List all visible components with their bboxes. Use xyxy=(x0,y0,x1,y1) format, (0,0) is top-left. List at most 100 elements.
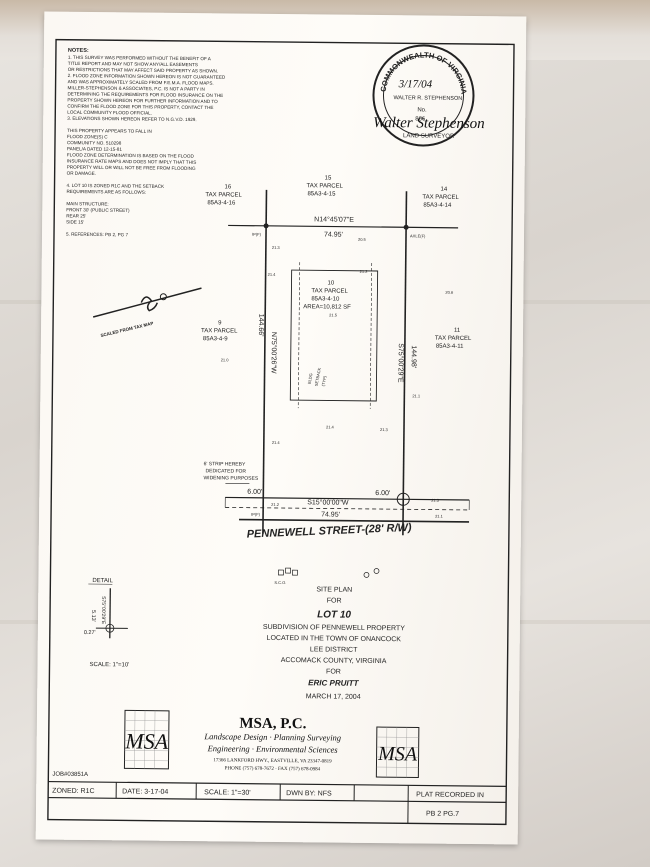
bldg-setback-note-3: (TYP) xyxy=(321,375,328,387)
company-block: MSA MSA MSA, P.C. Landscape Design · Pla… xyxy=(123,709,420,778)
elev-10: 21.4 xyxy=(326,424,335,429)
elev-14: 21.1 xyxy=(435,514,444,519)
plat-recorded-label: PLAT RECORDED IN xyxy=(416,791,484,799)
note-line: 2. FLOOD ZONE INFORMATION SHOWN HEREON I… xyxy=(68,73,226,80)
notes-lines: 1. THIS SURVEY WAS PERFORMED WITHOUT THE… xyxy=(66,55,226,238)
east-line-distance: 144.98' xyxy=(410,345,417,368)
elev-4: 21.2 xyxy=(360,269,369,274)
ipf-label-nw: IP(F) xyxy=(252,232,262,237)
title-site-plan: SITE PLAN xyxy=(316,586,352,593)
company-address: 17366 LANKFORD HWY., EASTVILLE, VA 23347… xyxy=(213,758,332,764)
plat-drawing: NOTES: 1. THIS SURVEY WAS PERFORMED WITH… xyxy=(47,38,515,826)
bearings-and-distances: N14°45'07"E 74.95' 144.66' N75°00'26"W S… xyxy=(247,215,417,518)
parcel-9-id: 85A3-4-9 xyxy=(203,336,228,342)
parcel-11-num: 11 xyxy=(454,328,461,334)
seal-date: 3/17/04 xyxy=(398,78,433,90)
note-line: PROPERTY SHOWN HEREON FOR FURTHER INFORM… xyxy=(67,97,218,104)
msa-logo-right: MSA xyxy=(375,726,420,778)
seal-bottom-text: LAND SURVEYOR xyxy=(403,133,455,140)
detail-scale: SCALE: 1"=10' xyxy=(89,662,129,668)
note-line: 4. LOT 10 IS ZONED R1C AND THE SETBACK xyxy=(67,183,166,189)
note-line: MILLER-STEPHENSON & ASSOCIATES, P.C. IS … xyxy=(68,85,205,91)
elev-7: 21.5 xyxy=(329,312,338,317)
title-location: LOCATED IN THE TOWN OF ONANCOCK xyxy=(267,635,402,643)
strip-dedication-note: 6' STRIP HEREBY DEDICATED FOR WIDENING P… xyxy=(203,461,258,482)
axle-label-ne: AXLE(F) xyxy=(410,233,426,238)
note-line: REQUIREMENTS ARE AS FOLLOWS: xyxy=(66,189,146,195)
west-line-bearing: N75°00'26"W xyxy=(270,332,278,374)
surveyor-seal: COMMONWEALTH OF VIRGINIA 3/17/04 WALTER … xyxy=(372,44,485,147)
parcel-16-num: 16 xyxy=(224,184,231,190)
note-line: FLOOD ZONE DETERMINATION IS BASED ON THE… xyxy=(67,152,195,158)
parcel-9-num: 9 xyxy=(218,320,222,326)
elev-1: 21.3 xyxy=(272,245,281,250)
note-line: SIDE 15' xyxy=(66,219,84,224)
parcel-15-num: 15 xyxy=(325,175,332,181)
detail-label: DETAIL xyxy=(92,578,113,584)
notes-title: NOTES: xyxy=(68,48,89,54)
sheet-border xyxy=(47,38,515,826)
strip-note-line-1: 6' STRIP HEREBY xyxy=(204,461,246,467)
south-line-distance: 74.95' xyxy=(321,511,340,518)
parcel-16-label: TAX PARCEL xyxy=(205,192,242,198)
parcel-16-id: 85A3-4-16 xyxy=(207,200,236,206)
bldg-setback-note: BLDG xyxy=(307,373,314,385)
north-line-distance: 74.95' xyxy=(324,231,343,238)
east-line-bearing: S75°00'29"E xyxy=(396,343,404,383)
note-line: OR RESTRICTIONS THAT MAY AFFECT SAID PRO… xyxy=(68,67,218,74)
note-line: TITLE REPORT AND MAY NOT SHOW ANY/ALL EA… xyxy=(68,61,198,67)
north-line-bearing: N14°45'07"E xyxy=(314,215,354,223)
drawn-by-field: DWN BY: NFS xyxy=(286,790,332,797)
parcel-15-id: 85A3-4-15 xyxy=(307,191,336,197)
lot-10-id: 85A3-4-10 xyxy=(311,296,340,302)
note-line: 5. REFERENCES: PB 2, PG 7 xyxy=(66,232,129,238)
note-line: 3. ELEVATIONS SHOWN HEREON REFER TO N.G.… xyxy=(67,116,196,122)
elev-13: 21.3 xyxy=(431,498,440,503)
lot-10-label: 10 TAX PARCEL 85A3-4-10 AREA=10,812 SF B… xyxy=(303,280,351,387)
note-line: 1. THIS SURVEY WAS PERFORMED WITHOUT THE… xyxy=(68,55,212,62)
parcel-11-label: TAX PARCEL xyxy=(435,336,472,342)
lot-10-label-text: TAX PARCEL xyxy=(311,288,348,294)
note-line: INSURANCE RATE MAPS AND DOES NOT IMPLY T… xyxy=(67,158,197,164)
strip-note-line-2: DEDICATED FOR xyxy=(206,468,247,474)
zoned-field: ZONED: R1C xyxy=(52,788,94,795)
bldg-setback-note-2: SETBACK xyxy=(314,367,322,387)
note-line: PROPERTY WILL OR WILL NOT BE FREE FROM F… xyxy=(67,165,196,171)
company-services-1: Landscape Design · Planning Surveying xyxy=(203,731,341,742)
parcel-15-label: TAX PARCEL xyxy=(307,183,344,189)
survey-plat-sheet: NOTES: 1. THIS SURVEY WAS PERFORMED WITH… xyxy=(35,11,527,845)
parcel-14-id: 85A3-4-14 xyxy=(423,202,452,208)
note-line: THIS PROPERTY APPEARS TO FALL IN xyxy=(67,128,152,134)
elevation-spots: 21.3 20.5 21.4 21.2 20.6 21.0 21.5 21.1 … xyxy=(221,232,454,519)
south-line-bearing: S15°00'00"W xyxy=(307,498,349,506)
title-lot: LOT 10 xyxy=(317,609,351,620)
lot-boundaries xyxy=(224,189,470,536)
note-line: CONFIRM THE FLOOD ZONE FOR THIS PROPERTY… xyxy=(67,104,213,111)
seal-no-label: No. xyxy=(417,107,427,113)
title-for-2: FOR xyxy=(326,668,341,675)
elev-2: 20.5 xyxy=(358,237,367,242)
logo-letters-left: MSA xyxy=(124,728,169,753)
parcel-11-id: 85A3-4-11 xyxy=(436,344,464,350)
ipf-label-sw: IP(F) xyxy=(251,512,261,517)
logo-letters-right: MSA xyxy=(377,743,418,765)
lot-10-area: AREA=10,812 SF xyxy=(303,304,351,311)
company-services-2: Engineering · Environmental Sciences xyxy=(207,743,339,754)
street-name: PENNEWELL STREET-(28' R/W) xyxy=(246,522,412,541)
elev-5: 20.6 xyxy=(445,290,454,295)
elev-6: 21.0 xyxy=(221,357,230,362)
west-line-distance: 144.66' xyxy=(257,314,264,337)
note-line: PANEL/A DATED 12-15-81 xyxy=(67,146,122,152)
title-district: LEE DISTRICT xyxy=(310,646,358,654)
detail-dim-1: 5.13' xyxy=(90,610,96,622)
scale-field: SCALE: 1"=30' xyxy=(204,789,251,796)
note-line: MAIN STRUCTURE: xyxy=(66,201,108,206)
parcel-14-label: TAX PARCEL xyxy=(422,194,459,200)
note-line: COMMUNITY NO. 510298 xyxy=(67,140,122,146)
note-line: AND WAS APPROXIMATELY SCALED FROM F.E.M.… xyxy=(68,79,214,86)
detail-bearing: S75°00'29"E xyxy=(100,596,106,625)
elev-3: 21.4 xyxy=(268,272,277,277)
title-county: ACCOMACK COUNTY, VIRGINIA xyxy=(281,657,387,665)
parcel-labels: 16 TAX PARCEL 85A3-4-16 15 TAX PARCEL 85… xyxy=(201,175,472,350)
date-field: DATE: 3-17-04 xyxy=(122,788,168,795)
